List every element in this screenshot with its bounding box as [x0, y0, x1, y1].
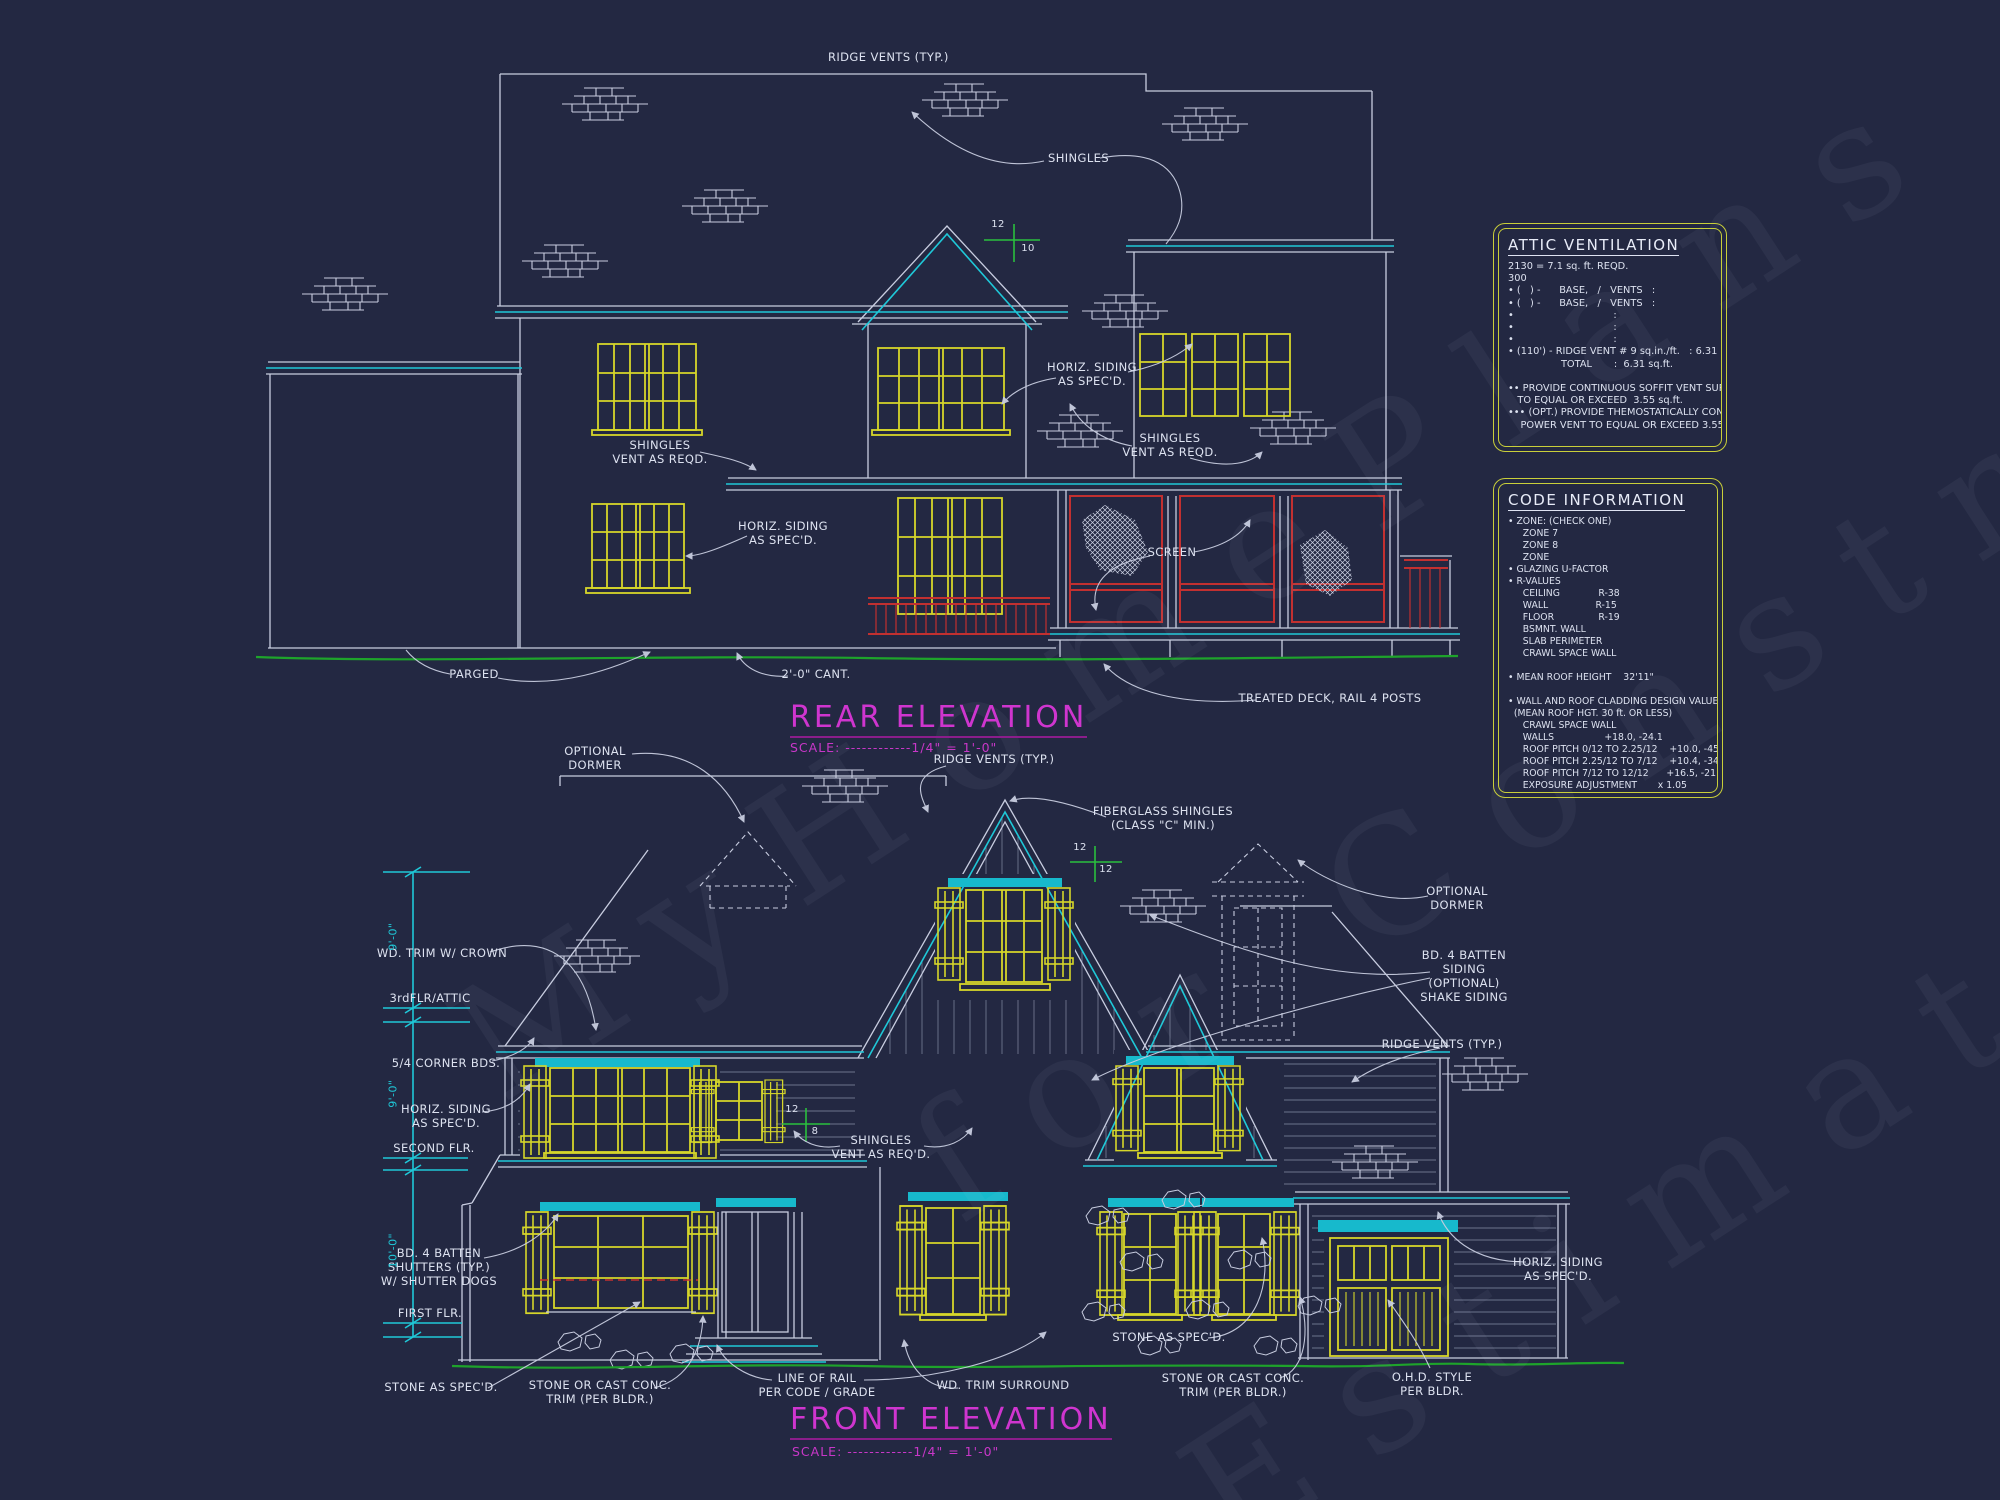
spec-line: • R-VALUES	[1508, 576, 1561, 587]
rear-elevation-scale: SCALE: ------------1/4" = 1'-0"	[790, 740, 998, 755]
code-information-content: • ZONE: (CHECK ONE) ZONE 7 ZONE 8 ZONE• …	[1508, 516, 1718, 792]
spec-line: POWER VENT TO EQUAL OR EXCEED 3.55 SQ. F…	[1520, 419, 1722, 431]
spec-line: 2130 = 7.1 sq. ft. REQD.	[1508, 261, 1629, 272]
code-information-title: CODE INFORMATION	[1508, 491, 1686, 511]
rear-leader-lines	[405, 111, 1263, 702]
front-elevation-drawing	[383, 752, 1625, 1389]
attic-ventilation-content: 2130 = 7.1 sq. ft. REQD.300• ( ) - BASE,…	[1508, 261, 1722, 432]
rear-roof-outline	[266, 73, 1460, 657]
spec-line: • WALL AND ROOF CLADDING DESIGN VALUE:	[1508, 696, 1718, 707]
code-information-panel: CODE INFORMATION • ZONE: (CHECK ONE) ZON…	[1493, 478, 1723, 798]
spec-line: • MEAN ROOF HEIGHT 32'11"	[1508, 672, 1654, 683]
spec-line: CEILING R-38	[1508, 588, 1620, 599]
spec-line: ROOF PITCH 2.25/12 TO 7/12 +10.4, -34.8	[1508, 756, 1718, 767]
spec-line: • ( ) - BASE, / VENTS :	[1508, 297, 1656, 309]
spec-line: (MEAN ROOF HGT. 30 ft. OR LESS)	[1508, 708, 1673, 719]
spec-line: ZONE 8	[1508, 540, 1559, 551]
spec-line: • GLAZING U-FACTOR	[1508, 564, 1609, 575]
screen-mesh-patch	[1300, 530, 1352, 596]
front-trim-lines	[496, 810, 1570, 1363]
spec-line: • :	[1508, 334, 1617, 346]
spec-line: TOTAL : 6.31 sq.ft.	[1508, 358, 1673, 370]
rear-trim-lines	[266, 232, 1460, 635]
spec-line: ROOF PITCH 7/12 TO 12/12 +16.5, -21.0	[1508, 768, 1718, 779]
spec-line: CRAWL SPACE WALL	[1508, 648, 1617, 659]
spec-line: • ZONE: (CHECK ONE)	[1508, 516, 1612, 527]
spec-line	[1508, 371, 1712, 383]
spec-line: ••• (OPT.) PROVIDE THEMOSTATICALLY CONTR…	[1508, 407, 1721, 419]
rear-elevation-drawing	[255, 73, 1460, 702]
front-window-backgrounds	[520, 874, 1454, 1360]
code-information-panel-inner: CODE INFORMATION • ZONE: (CHECK ONE) ZON…	[1498, 483, 1718, 793]
spec-line: BSMNT. WALL	[1508, 624, 1586, 635]
spec-line: • :	[1508, 309, 1617, 321]
rear-ground-line	[255, 654, 1459, 661]
spec-line: TO EQUAL OR EXCEED 3.55 sq.ft.	[1508, 395, 1683, 407]
front-windows	[543, 889, 1449, 1357]
front-leader-lines	[481, 752, 1527, 1389]
spec-line: FLOOR R-19	[1508, 612, 1620, 623]
spec-line: WALL R-15	[1508, 600, 1617, 611]
rear-elevation-title: REAR ELEVATION	[790, 700, 1088, 738]
front-elevation-scale: SCALE: ------------1/4" = 1'-0"	[792, 1444, 1000, 1459]
screen-mesh-patch	[1082, 505, 1148, 576]
attic-ventilation-title: ATTIC VENTILATION	[1508, 236, 1680, 256]
spec-line	[1508, 684, 1708, 696]
spec-line: ROOF PITCH 0/12 TO 2.25/12 +10.0, -45.4	[1508, 744, 1718, 755]
spec-line: • :	[1508, 322, 1617, 334]
front-elevation-title: FRONT ELEVATION	[790, 1402, 1112, 1440]
spec-line: ZONE 7	[1508, 528, 1559, 539]
spec-line: SLAB PERIMETER	[1508, 636, 1603, 647]
rear-windows	[585, 333, 1291, 615]
rear-brick-vents	[301, 83, 1337, 448]
attic-ventilation-panel-inner: ATTIC VENTILATION 2130 = 7.1 sq. ft. REQ…	[1498, 228, 1722, 447]
spec-line: •• PROVIDE CONTINUOUS SOFFIT VENT SURROU…	[1508, 383, 1721, 395]
spec-line	[1508, 660, 1708, 672]
spec-line: ZONE	[1508, 552, 1550, 563]
spec-line: • (110') - RIDGE VENT # 9 sq.in./ft. : 6…	[1508, 346, 1722, 358]
dimension-lines	[383, 866, 470, 1343]
spec-line: EXPOSURE ADJUSTMENT x 1.05	[1508, 780, 1687, 791]
rear-pitch-symbol	[984, 224, 1040, 262]
front-door-and-posts	[458, 1167, 1568, 1362]
spec-line: • ( ) - BASE, / VENTS :	[1508, 285, 1656, 297]
spec-line: WALLS +18.0, -24.1	[1508, 732, 1663, 743]
garage-door-slats	[1345, 1292, 1433, 1346]
rear-screen-porch	[868, 495, 1448, 635]
attic-ventilation-panel: ATTIC VENTILATION 2130 = 7.1 sq. ft. REQ…	[1493, 223, 1727, 452]
spec-line: CRAWL SPACE WALL	[1508, 720, 1617, 731]
spec-line: 300	[1508, 273, 1527, 285]
front-pitch-symbols	[782, 846, 1122, 1142]
optional-dormers-dashed	[699, 831, 1304, 1041]
front-window-head-trim	[535, 878, 1458, 1232]
front-ground-line	[451, 1361, 1625, 1369]
